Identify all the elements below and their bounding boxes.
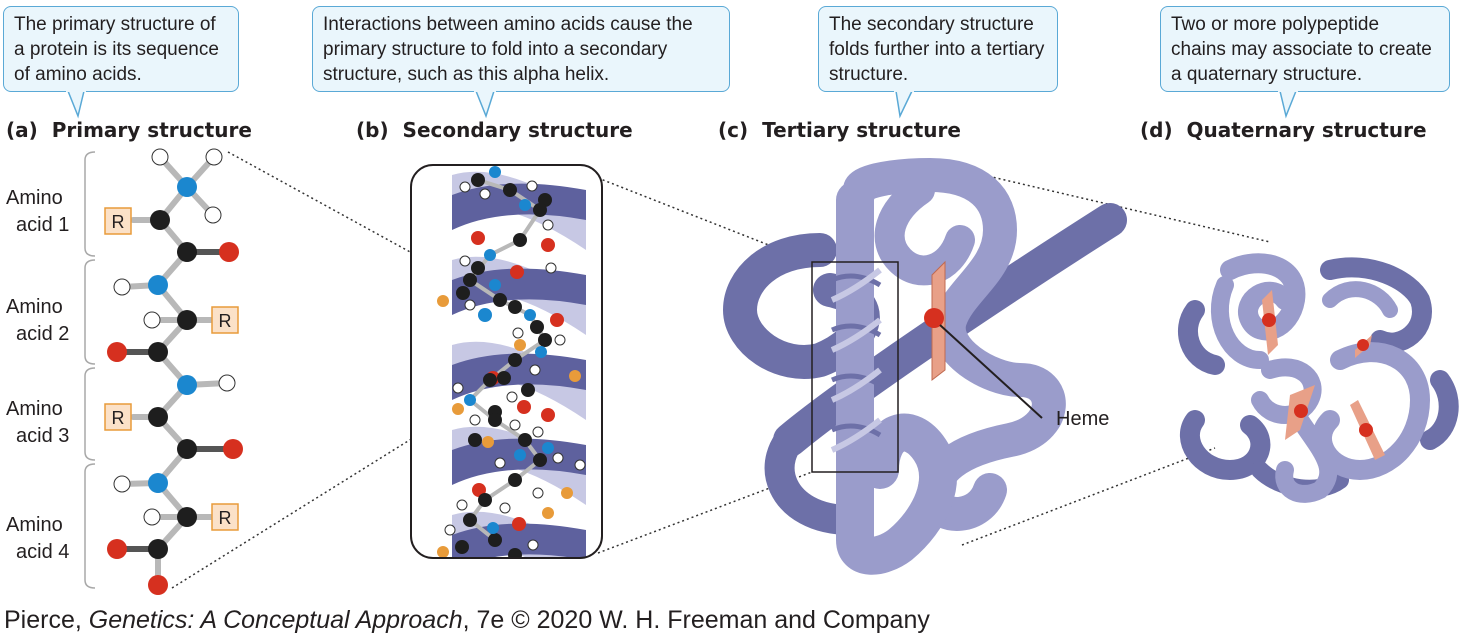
panel-label-c: (c) Tertiary structure xyxy=(718,118,961,142)
aa3-line1: Amino xyxy=(6,398,63,420)
callout-tertiary: The secondary structure folds further in… xyxy=(818,6,1058,92)
credit-author: Pierce, xyxy=(4,606,89,634)
panel-label-a: (a) Primary structure xyxy=(6,118,252,142)
credit-book-title: Genetics: A Conceptual Approach xyxy=(88,606,463,634)
carbon-atom xyxy=(150,210,170,230)
panel-title-d: Quaternary structure xyxy=(1186,118,1427,142)
oxygen-atom xyxy=(148,575,168,595)
hydrogen-atom xyxy=(218,374,236,392)
r-group-label: R xyxy=(219,311,232,331)
quaternary-structure xyxy=(1177,253,1459,503)
hydrogen-atom xyxy=(143,311,161,329)
carbon-atom xyxy=(177,507,197,527)
aa4-line2: acid 4 xyxy=(16,541,70,563)
aa2-line2: acid 2 xyxy=(16,323,70,345)
tertiary-helix-box xyxy=(811,261,899,473)
tertiary-helix-light xyxy=(830,267,882,453)
amino-acid-4-label: Amino acid 4 xyxy=(6,512,69,566)
hydrogen-atom xyxy=(151,148,169,166)
hydrogen-atom xyxy=(143,508,161,526)
r-group-label: R xyxy=(219,508,232,528)
carbon-atom xyxy=(148,539,168,559)
callout-quaternary: Two or more polypeptide chains may assoc… xyxy=(1160,6,1450,92)
tertiary-structure xyxy=(723,158,1127,575)
heme-group xyxy=(924,260,1043,419)
carbon-atom xyxy=(148,407,168,427)
nitrogen-atom xyxy=(148,275,168,295)
helix-frame xyxy=(410,164,603,559)
tertiary-helix-highlight xyxy=(831,273,882,438)
oxygen-atom xyxy=(107,342,127,362)
nitrogen-atom xyxy=(148,473,168,493)
carbon-atom xyxy=(148,342,168,362)
aa1-line1: Amino xyxy=(6,187,63,209)
oxygen-atom xyxy=(223,439,243,459)
alpha-helix xyxy=(411,165,602,558)
heme-label: Heme xyxy=(1056,408,1109,430)
aa3-line2: acid 3 xyxy=(16,425,70,447)
panel-letter-a: (a) xyxy=(6,118,38,142)
figure-credit: Pierce, Genetics: A Conceptual Approach,… xyxy=(4,606,930,635)
quaternary-heme-groups xyxy=(1262,290,1385,460)
callout-pointers xyxy=(67,90,1297,119)
hydrogen-atom xyxy=(113,278,131,296)
nitrogen-atom xyxy=(177,177,197,197)
aa2-line1: Amino xyxy=(6,296,63,318)
oxygen-atom xyxy=(107,539,127,559)
aa4-line1: Amino xyxy=(6,514,63,536)
panel-letter-b: (b) xyxy=(356,118,389,142)
panel-label-d: (d) Quaternary structure xyxy=(1140,118,1427,142)
carbon-atom xyxy=(177,242,197,262)
r-group-label: R xyxy=(112,212,125,232)
amino-acid-3-label: Amino acid 3 xyxy=(6,396,69,450)
amino-acid-brackets xyxy=(84,151,96,589)
panel-title-a: Primary structure xyxy=(51,118,252,142)
hydrogen-atom xyxy=(204,206,222,224)
panel-letter-d: (d) xyxy=(1140,118,1173,142)
oxygen-atom xyxy=(219,242,239,262)
aa1-line2: acid 1 xyxy=(16,214,70,236)
hydrogen-atom xyxy=(205,148,223,166)
panel-title-b: Secondary structure xyxy=(402,118,633,142)
carbon-atom xyxy=(177,439,197,459)
panel-letter-c: (c) xyxy=(718,118,749,142)
panel-label-b: (b) Secondary structure xyxy=(356,118,633,142)
amino-acid-1-label: Amino acid 1 xyxy=(6,185,69,239)
r-group-boxes xyxy=(104,207,239,531)
primary-chain-atoms xyxy=(107,148,243,595)
amino-acid-2-label: Amino acid 2 xyxy=(6,294,69,348)
iron-atom xyxy=(924,308,944,328)
callout-primary: The primary structure of a protein is it… xyxy=(3,6,239,92)
r-group-label: R xyxy=(112,408,125,428)
carbon-atom xyxy=(177,310,197,330)
hydrogen-atom xyxy=(113,475,131,493)
callout-secondary: Interactions between amino acids cause t… xyxy=(312,6,730,92)
credit-publisher: , 7e © 2020 W. H. Freeman and Company xyxy=(462,606,930,634)
nitrogen-atom xyxy=(177,375,197,395)
panel-title-c: Tertiary structure xyxy=(762,118,961,142)
